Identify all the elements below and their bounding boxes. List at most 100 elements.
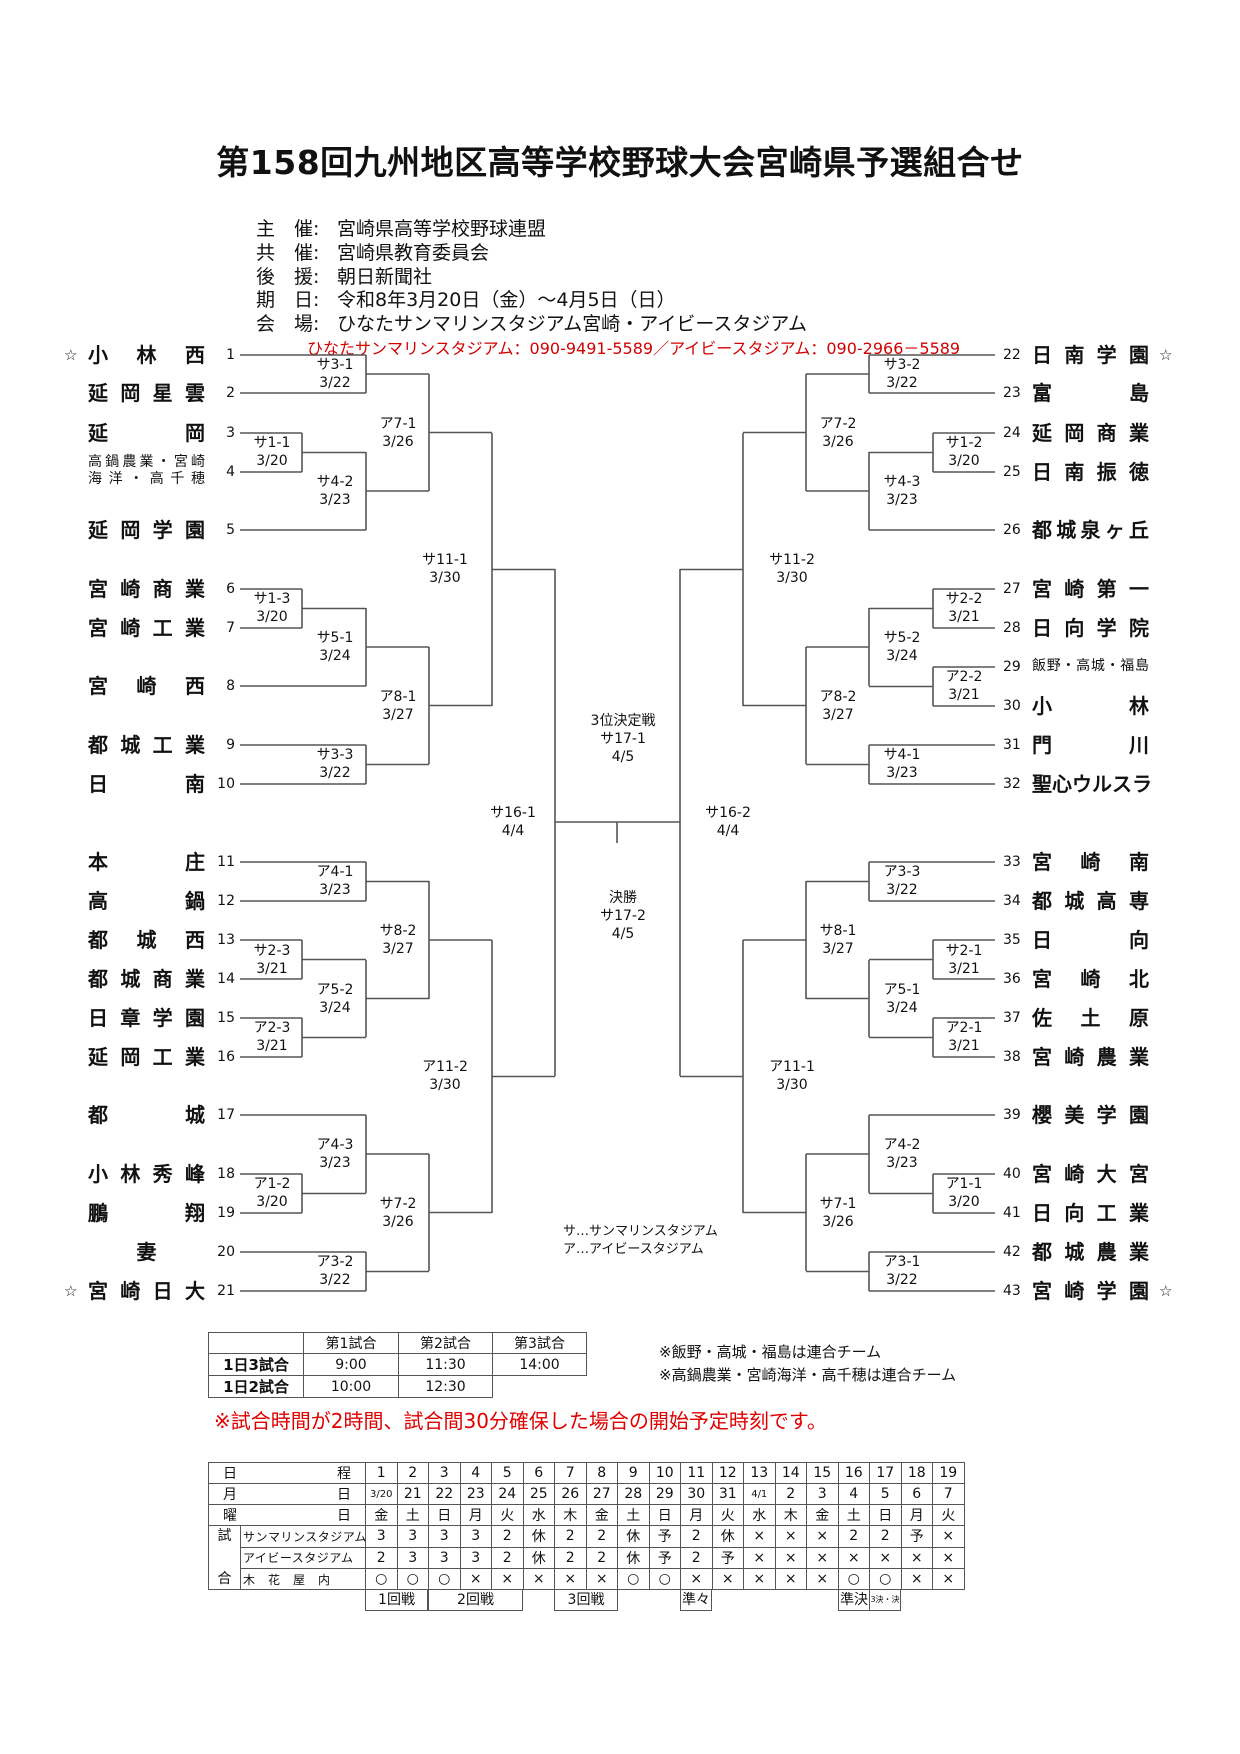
team-name: 日南学園 (1032, 343, 1149, 367)
info-label: 主 催: (256, 218, 320, 240)
team-name: 小 林 (1032, 694, 1149, 718)
games-cell: × (900, 1546, 933, 1569)
joint-team-note: ※飯野・高城・福島は連合チーム (659, 1343, 882, 1361)
team-name: 宮 崎 北 (1032, 967, 1149, 991)
weekday-cell: 火 (932, 1504, 965, 1526)
match-code: サ4-3 (883, 474, 921, 490)
match-date: 3/26 (382, 1214, 414, 1230)
time-cell: 10:00 (303, 1375, 399, 1398)
games-cell: 3 (365, 1525, 398, 1548)
match-code: サ5-2 (883, 630, 921, 646)
team-name: 日向学院 (1032, 616, 1149, 640)
games-cell: 2 (491, 1546, 524, 1569)
seed-star-icon: ☆ (1159, 346, 1173, 364)
team-name: 都城農業 (1032, 1240, 1149, 1264)
team-name: 日南振徳 (1032, 460, 1149, 484)
match-code: サ1-2 (945, 435, 983, 451)
team-name: 宮崎商業 (88, 577, 205, 601)
team-name: 小 林 西 (88, 343, 205, 367)
games-cell: 予 (648, 1525, 681, 1548)
round-label-1: 1回戦 (365, 1590, 428, 1611)
match-code: サ3-3 (316, 747, 354, 763)
seed-star-icon: ☆ (1159, 1282, 1173, 1300)
games-cell: × (900, 1568, 933, 1590)
match-date: 3/23 (319, 492, 351, 508)
match-code: サ2-3 (253, 943, 291, 959)
match-code: サ11-1 (422, 552, 468, 568)
team-seed-number: 7 (226, 620, 235, 636)
info-label: 共 催: (256, 242, 320, 264)
games-cell: 予 (900, 1525, 933, 1548)
team-name: 聖心ウルスラ (1032, 772, 1152, 796)
games-cell: 予 (648, 1546, 681, 1569)
match-date: 3/26 (822, 1214, 854, 1230)
team-seed-number: 12 (217, 893, 235, 909)
day-number: 9 (617, 1462, 650, 1484)
joint-team-note: ※高鍋農業・宮崎海洋・高千穂は連合チーム (659, 1366, 957, 1384)
match-date: 3/26 (382, 434, 414, 450)
match-code: サ1-3 (253, 591, 291, 607)
match-date: 3/21 (948, 1038, 980, 1054)
date-cell: 2 (774, 1483, 807, 1505)
match-code: ア7-1 (379, 416, 417, 432)
team-name: 飯野・高城・福島 (1032, 658, 1149, 674)
weekday-cell: 日 (648, 1504, 681, 1526)
time-cell: 11:30 (398, 1353, 493, 1376)
match-code: ア4-1 (316, 864, 354, 880)
info-value: 令和8年3月20日（金）～4月5日（日） (337, 289, 676, 311)
match-date: 3/24 (319, 1000, 351, 1016)
games-cell: 2 (837, 1525, 870, 1548)
weekday-cell: 日 (869, 1504, 902, 1526)
match-code: サ4-1 (883, 747, 921, 763)
games-cell: × (774, 1568, 807, 1590)
games-cell: 2 (554, 1525, 587, 1548)
empty-cell (493, 1376, 587, 1398)
day-number: 14 (774, 1462, 807, 1484)
games-cell: × (932, 1525, 965, 1548)
venue-label: サンマリンスタジアム (240, 1525, 366, 1548)
weekday-cell: 月 (459, 1504, 492, 1526)
info-value: 朝日新聞社 (337, 266, 433, 288)
games-cell: × (774, 1525, 807, 1548)
team-name: 櫻美学園 (1032, 1103, 1149, 1127)
time-cell: 14:00 (492, 1353, 587, 1376)
match-date: 3/27 (822, 707, 854, 723)
games-cell: × (522, 1568, 555, 1590)
games-cell: 3 (396, 1525, 429, 1548)
venue-label: アイビースタジアム (240, 1546, 366, 1569)
match-code: サ5-1 (316, 630, 354, 646)
date-cell: 23 (459, 1483, 492, 1505)
match-label: サ5-2 3/24 (867, 629, 937, 665)
match-date: 4/4 (501, 823, 525, 839)
day-number: 4 (459, 1462, 492, 1484)
match-code: ア2-1 (945, 1020, 983, 1036)
match-date: 3/22 (886, 882, 918, 898)
games-cell: × (743, 1568, 776, 1590)
match-date: 3/24 (886, 648, 918, 664)
weekday-cell: 木 (554, 1504, 587, 1526)
team-name: 延 岡 (88, 421, 205, 445)
team-name: 都城泉ヶ丘 (1032, 518, 1149, 542)
team-name: 宮崎第一 (1032, 577, 1149, 601)
weekday-cell: 火 (491, 1504, 524, 1526)
